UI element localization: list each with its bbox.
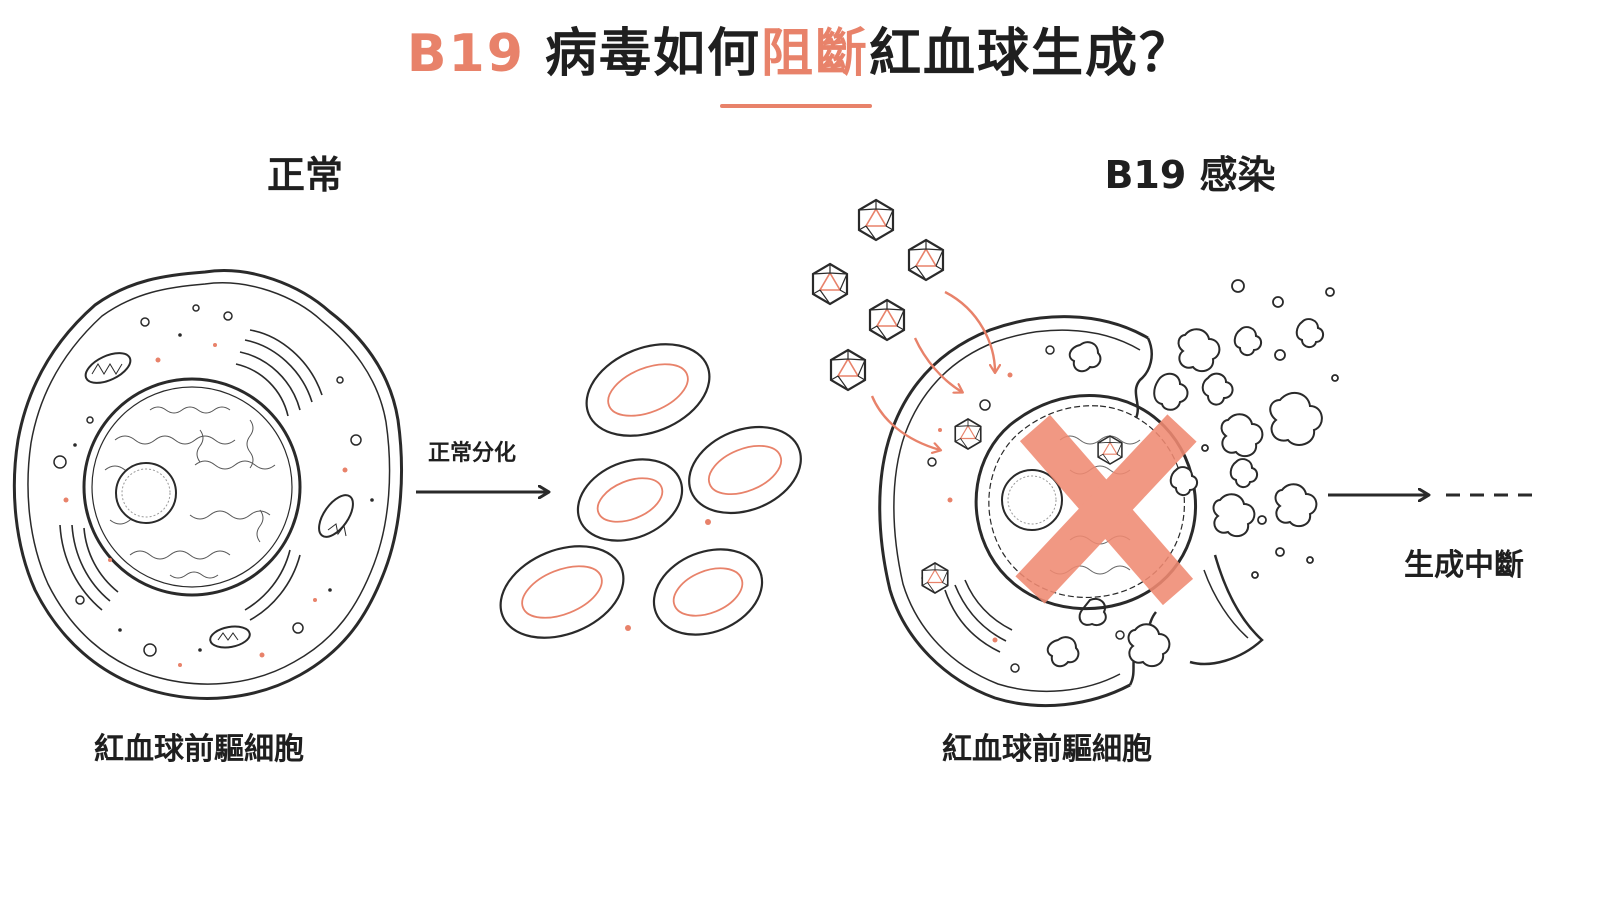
page-title: B19 病毒如何阻斷紅血球生成？ xyxy=(0,18,1600,90)
title-text-1: 病毒如何 xyxy=(524,24,762,84)
infected-cell-label: 紅血球前驅細胞 xyxy=(942,732,1152,767)
infected-panel-heading: B19 感染 xyxy=(1104,153,1276,197)
normal-differentiation-label: 正常分化 xyxy=(428,441,517,466)
red-blood-cells xyxy=(499,343,802,639)
title-block-word: 阻斷 xyxy=(761,24,870,84)
infected-progenitor-cell xyxy=(878,315,1264,708)
title-virus-name: B19 xyxy=(406,24,525,84)
title-text-2: 紅血球生成？ xyxy=(869,24,1194,84)
title-underline xyxy=(720,104,872,108)
normal-panel-heading: 正常 xyxy=(266,153,343,197)
cell-debris xyxy=(1127,318,1324,668)
normal-cell-label: 紅血球前驅細胞 xyxy=(94,732,304,767)
production-halted-label: 生成中斷 xyxy=(1404,548,1524,583)
block-cross-icon xyxy=(1015,414,1197,606)
infection-arrows xyxy=(870,290,995,450)
normal-progenitor-cell xyxy=(12,269,404,700)
